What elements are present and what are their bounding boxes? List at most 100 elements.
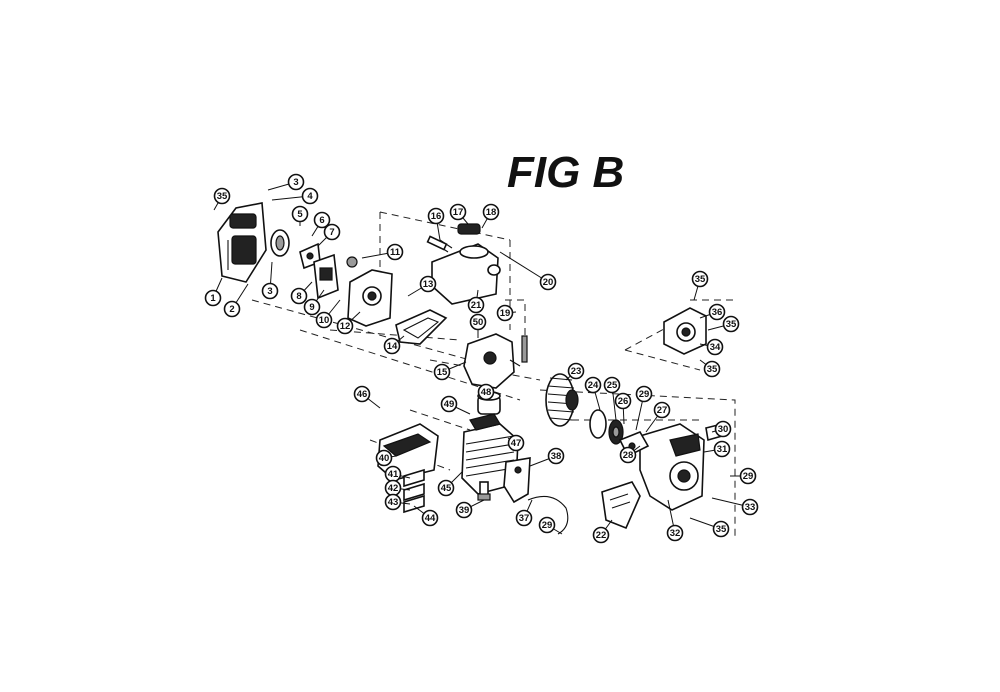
callout-circle [469, 313, 487, 331]
callout-number: 4 [307, 191, 313, 202]
callout-6: 6 [313, 211, 331, 229]
callout-number: 23 [571, 366, 582, 377]
part-spring-cable [527, 495, 569, 535]
callout-30: 30 [714, 420, 732, 438]
callout-circle [538, 516, 556, 534]
callout-circle [223, 300, 241, 318]
part-fuel-tank [431, 223, 501, 305]
callout-circle [204, 289, 222, 307]
callout-number: 3 [267, 286, 272, 297]
callout-circle [440, 395, 458, 413]
callout-number: 30 [718, 424, 729, 435]
callout-4: 4 [301, 187, 319, 205]
part-engine-cover [601, 481, 641, 530]
callout-number: 14 [387, 341, 398, 352]
callout-circle [539, 273, 557, 291]
callout-circle [496, 304, 514, 322]
callout-number: 39 [459, 505, 470, 516]
callout-number: 48 [481, 387, 492, 398]
callout-18: 18 [482, 203, 500, 221]
callout-circle [313, 211, 331, 229]
callout-32: 32 [666, 524, 684, 542]
callout-31: 31 [713, 440, 731, 458]
callout-number: 35 [217, 191, 228, 202]
callout-number: 15 [437, 367, 448, 378]
callout-circle [287, 173, 305, 191]
callout-circle [323, 223, 341, 241]
callout-35: 35 [703, 360, 721, 378]
callout-36: 36 [708, 303, 726, 321]
callout-number: 22 [596, 530, 607, 541]
callout-circle [261, 282, 279, 300]
callout-3: 3 [287, 173, 305, 191]
callout-number: 35 [716, 524, 727, 535]
callout-37: 37 [515, 509, 533, 527]
callout-number: 16 [431, 211, 442, 222]
part-air-filter-cover [217, 202, 267, 283]
callout-circle [290, 287, 308, 305]
callout-number: 19 [500, 308, 511, 319]
callout-25: 25 [603, 376, 621, 394]
callout-number: 29 [639, 389, 650, 400]
callout-number: 47 [511, 438, 522, 449]
callout-circle [592, 526, 610, 544]
callout-29: 29 [739, 467, 757, 485]
callout-number: 24 [588, 380, 599, 391]
part-crankcase [463, 333, 528, 389]
callout-number: 25 [607, 380, 618, 391]
callout-27: 27 [653, 401, 671, 419]
part-clutch-housing [663, 307, 707, 355]
callout-circle [433, 363, 451, 381]
callout-number: 6 [319, 215, 324, 226]
callout-45: 45 [437, 479, 455, 497]
callout-circle [419, 275, 437, 293]
callout-circle [421, 509, 439, 527]
callout-38: 38 [547, 447, 565, 465]
callout-number: 11 [390, 247, 401, 258]
callout-number: 26 [618, 396, 629, 407]
callout-number: 35 [707, 364, 718, 375]
callout-number: 45 [441, 483, 452, 494]
callout-47: 47 [507, 434, 525, 452]
callout-9: 9 [303, 298, 321, 316]
callout-circle [455, 501, 473, 519]
callout-8: 8 [290, 287, 308, 305]
callout-17: 17 [449, 203, 467, 221]
callout-circle [567, 362, 585, 380]
callout-circle [691, 270, 709, 288]
callout-1: 1 [204, 289, 222, 307]
callout-14: 14 [383, 337, 401, 355]
callout-number: 20 [543, 277, 554, 288]
callout-15: 15 [433, 363, 451, 381]
callout-33: 33 [741, 498, 759, 516]
callout-circle [603, 376, 621, 394]
callout-39: 39 [455, 501, 473, 519]
callout-number: 17 [453, 207, 464, 218]
callout-circle [619, 446, 637, 464]
callout-number: 3 [293, 177, 298, 188]
callout-circle [507, 434, 525, 452]
callout-circle [301, 187, 319, 205]
callout-circle [653, 401, 671, 419]
callout-circle [383, 337, 401, 355]
callout-circle [712, 520, 730, 538]
callout-number: 33 [745, 502, 756, 513]
callout-circle [584, 376, 602, 394]
callout-29: 29 [635, 385, 653, 403]
callout-number: 1 [210, 293, 216, 304]
callout-7: 7 [323, 223, 341, 241]
callout-35: 35 [722, 315, 740, 333]
callout-number: 9 [309, 302, 314, 313]
callout-41: 41 [384, 465, 402, 483]
callout-number: 5 [297, 209, 303, 220]
part-starter-housing [639, 422, 723, 511]
callout-23: 23 [567, 362, 585, 380]
callout-circle [336, 317, 354, 335]
callout-number: 50 [473, 317, 484, 328]
callout-circle [706, 338, 724, 356]
part-starter-pulley [589, 409, 624, 445]
callout-35: 35 [213, 187, 231, 205]
callout-13: 13 [419, 275, 437, 293]
figure-title: FIG B [507, 148, 624, 197]
